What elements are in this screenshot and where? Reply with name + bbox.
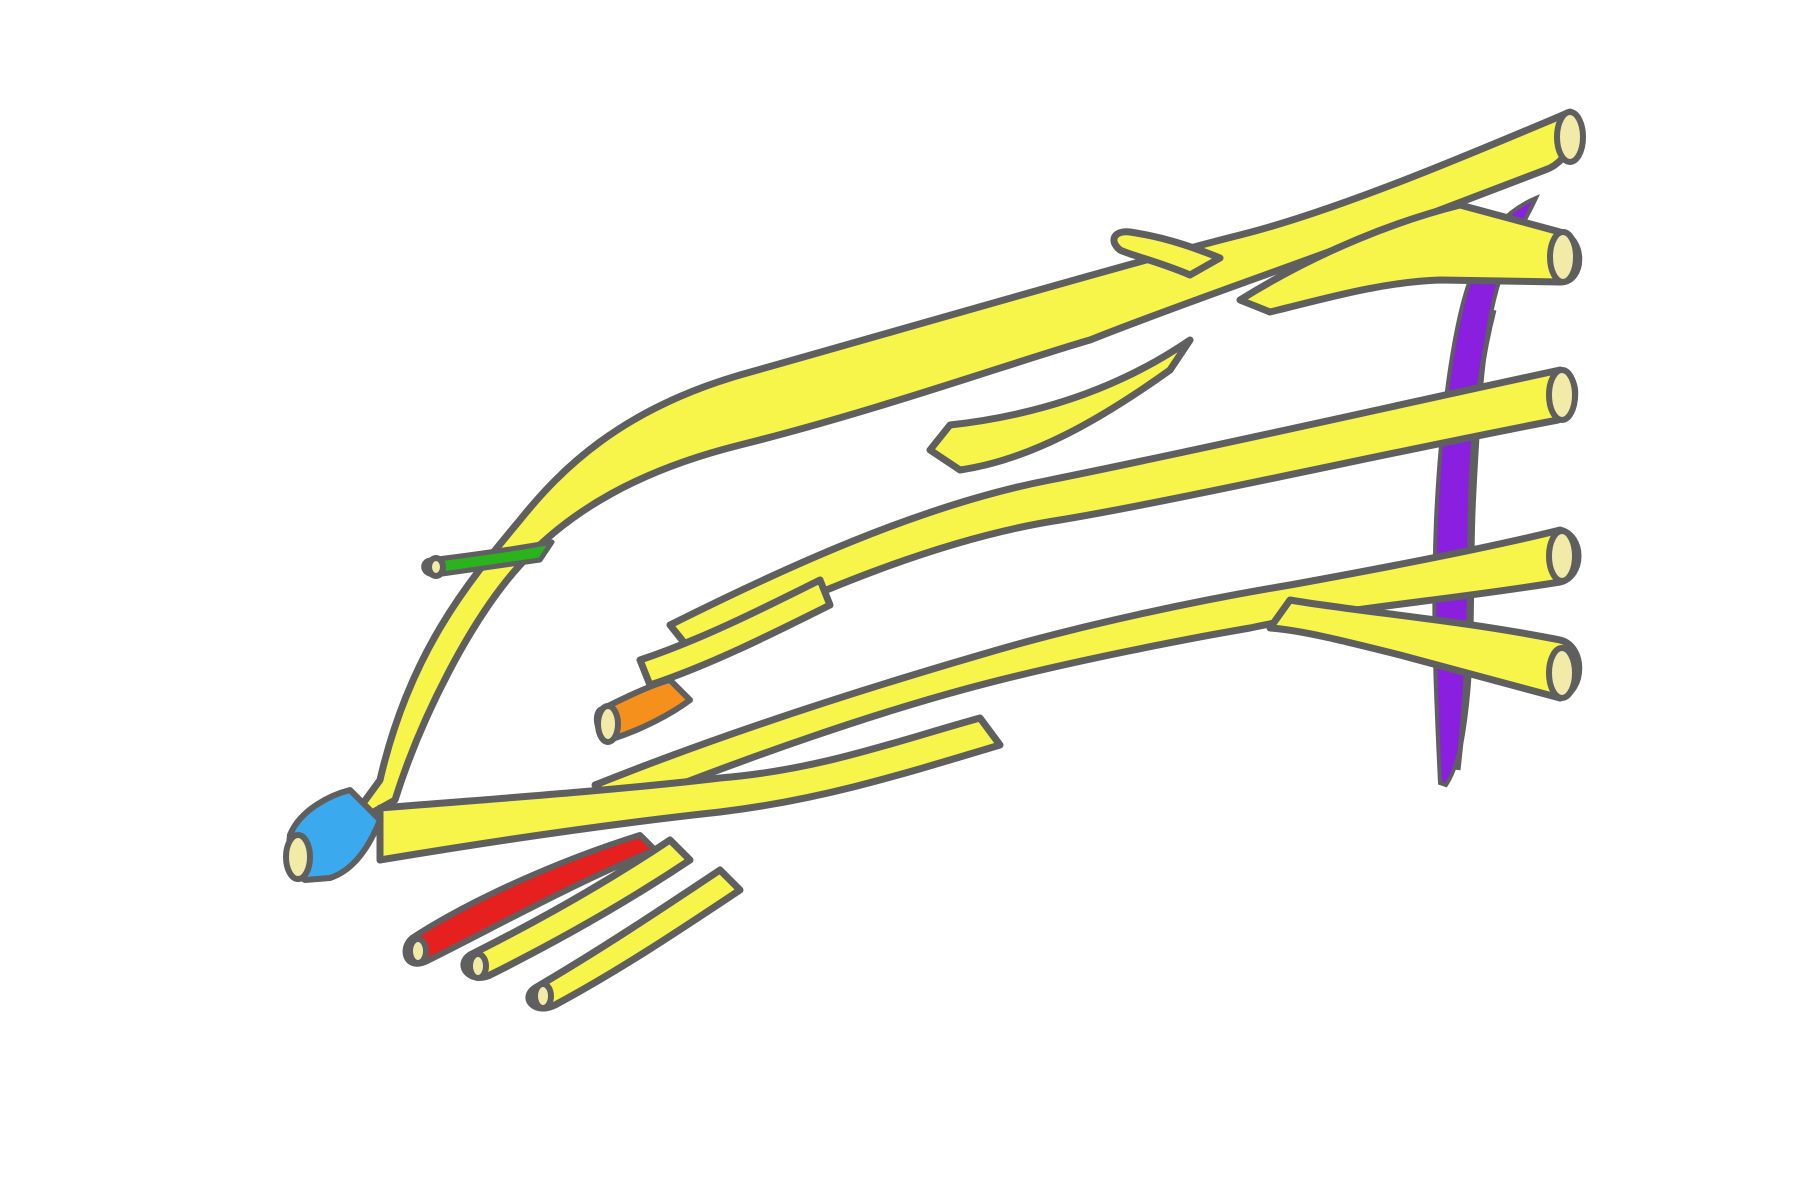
purple-chain-body xyxy=(1432,194,1540,788)
root5-branch xyxy=(1266,596,1583,702)
green-branch xyxy=(421,539,555,578)
orange-stem xyxy=(636,576,834,689)
bottom-trunk xyxy=(376,714,1004,864)
cross-bridge xyxy=(926,336,1194,474)
root-ends xyxy=(283,109,1586,1011)
lower-trunk xyxy=(591,526,1582,812)
purple-chain-strand xyxy=(1455,309,1497,771)
upper-trunk xyxy=(341,108,1579,832)
purple-chain xyxy=(1432,194,1540,788)
nerve-network xyxy=(341,108,1583,1012)
upper-stub xyxy=(1110,228,1224,279)
